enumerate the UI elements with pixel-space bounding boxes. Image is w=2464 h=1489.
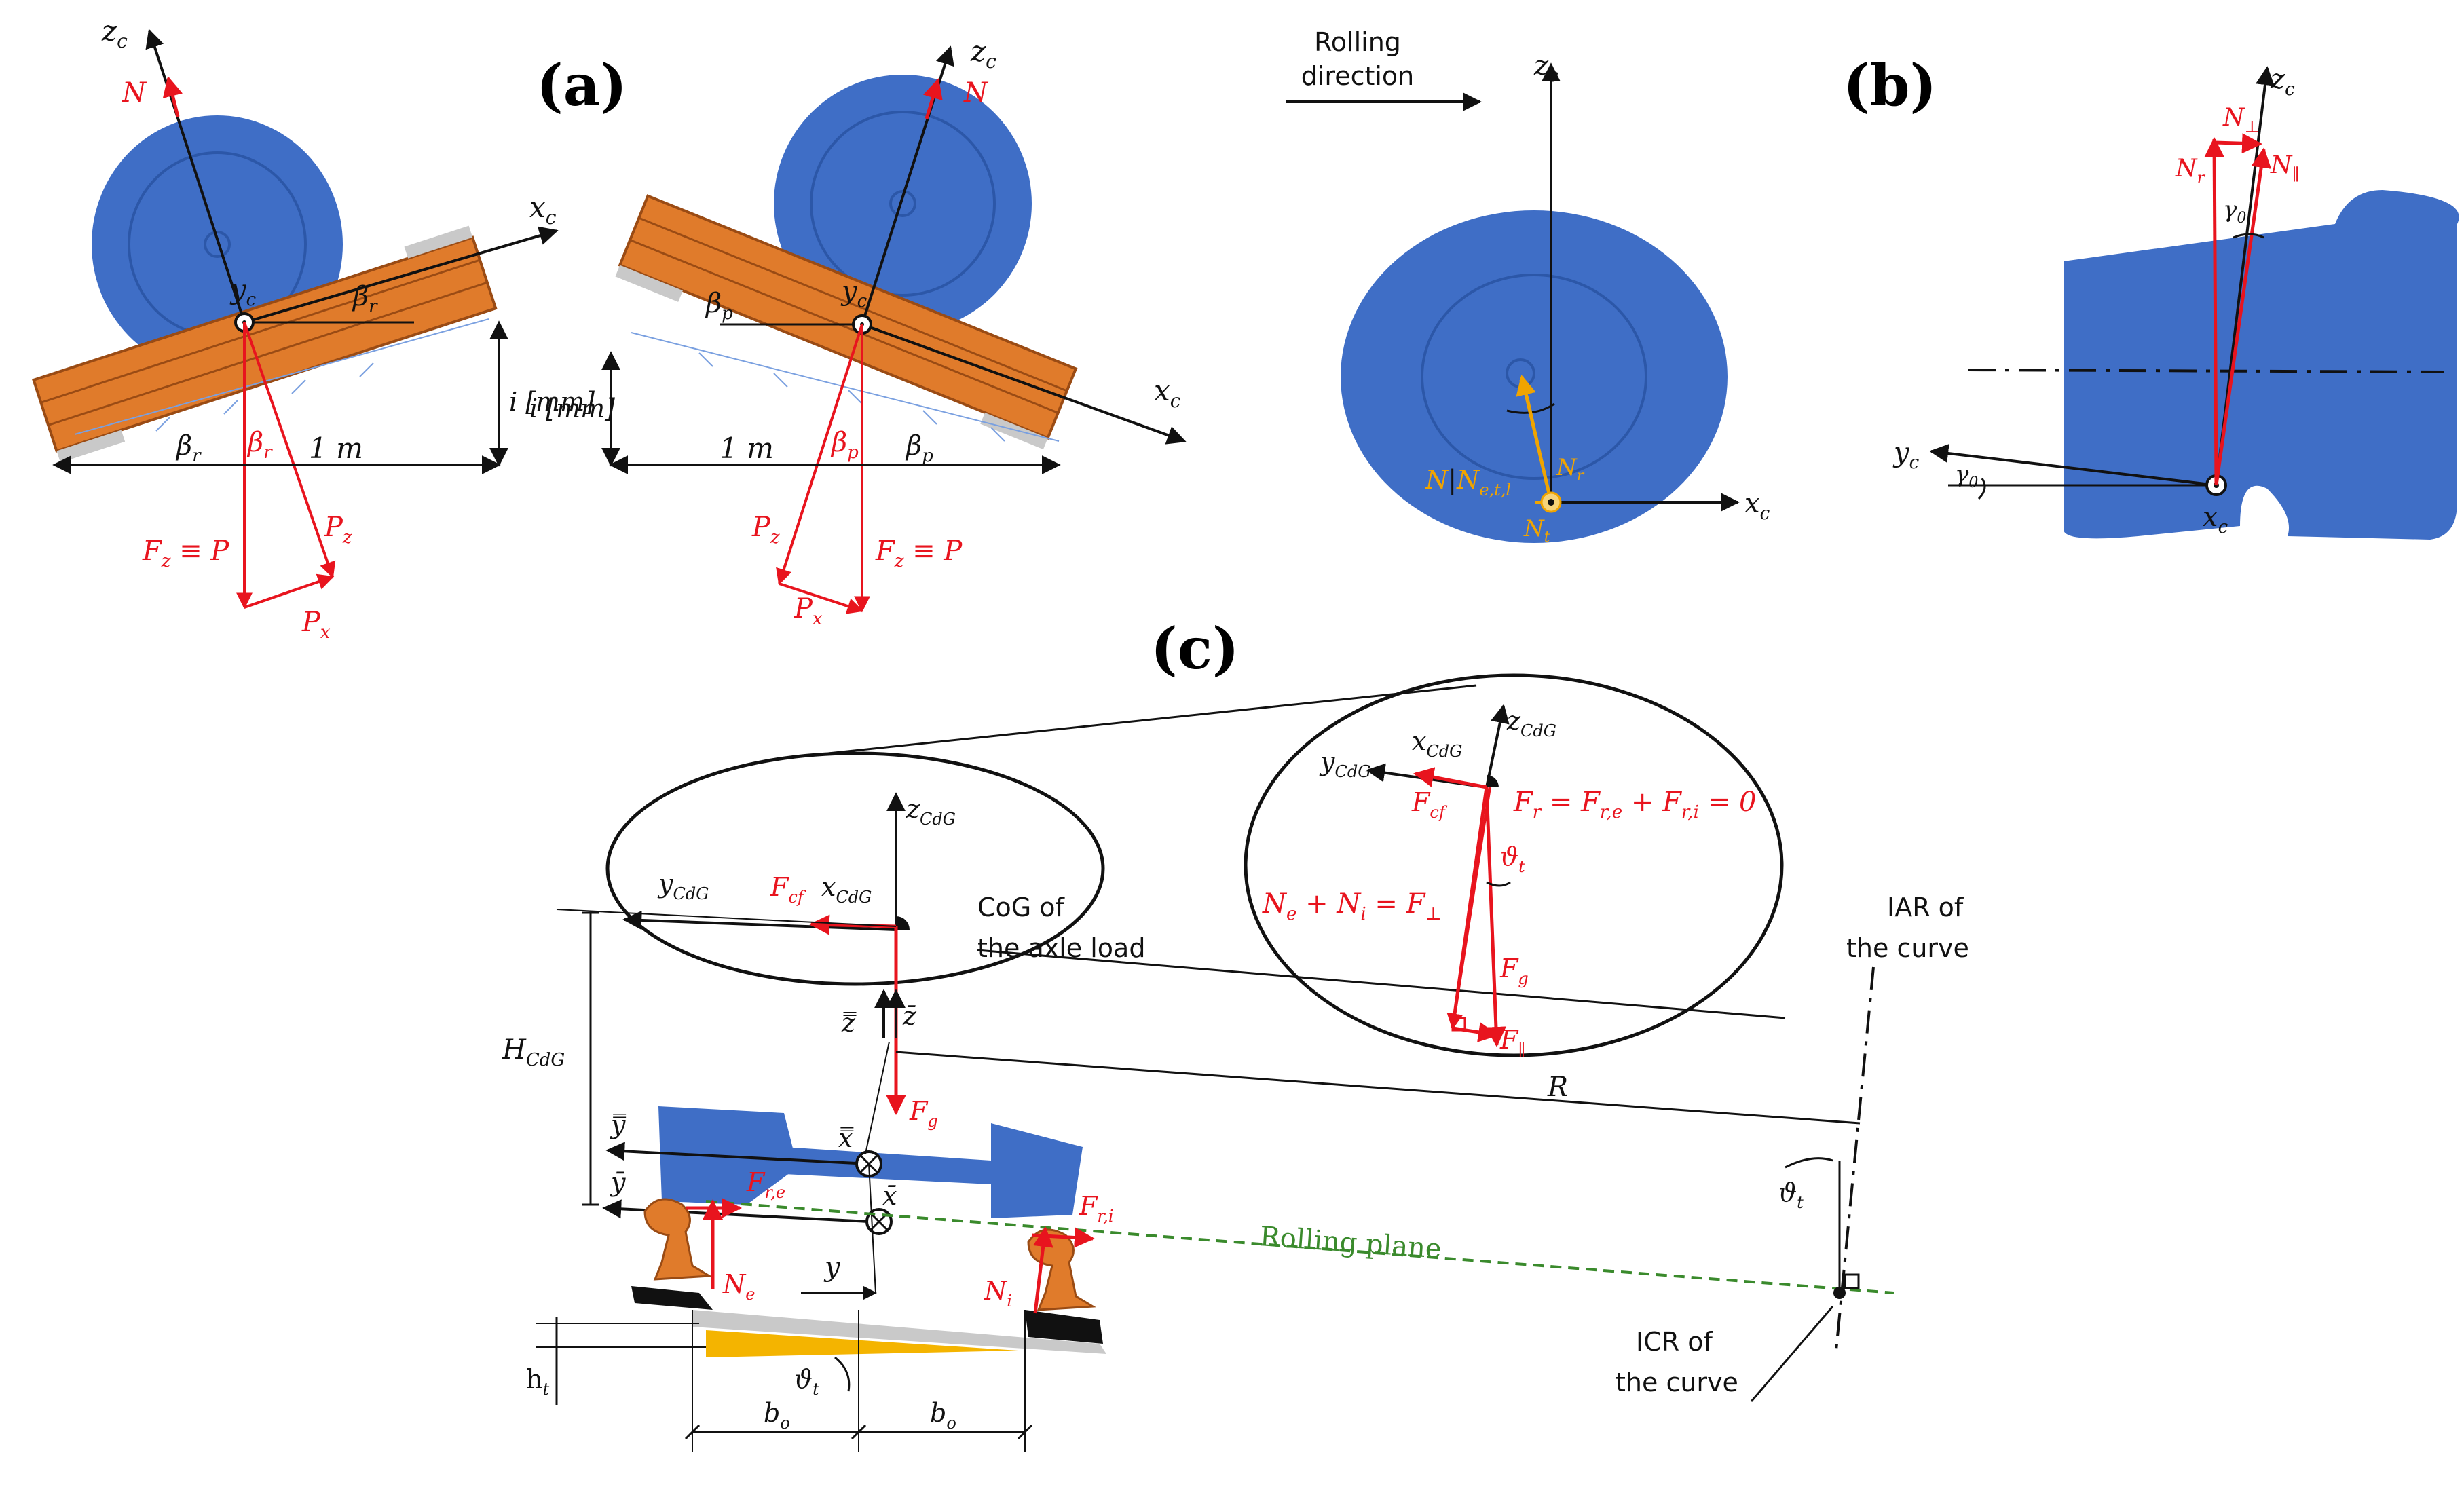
svg-text:ϑt: ϑt [1500,842,1525,876]
svg-text:N∥: N∥ [2270,151,2300,184]
svg-text:βp: βp [705,288,733,324]
svg-text:yc: yc [840,276,867,312]
rolling-plane-label: Rolling plane [1258,1221,1442,1265]
svg-text:βp: βp [905,430,933,466]
svg-text:x̄: x̄ [882,1181,897,1211]
svg-text:ϑt: ϑt [1778,1177,1804,1212]
sleeper-left [31,225,498,463]
svg-text:direction: direction [1301,61,1415,91]
svg-text:y: y [823,1251,841,1283]
svg-text:Fg: Fg [1499,954,1529,988]
svg-text:yCdG: yCdG [1319,747,1370,781]
svg-text:HCdG: HCdG [502,1034,565,1070]
svg-text:the curve: the curve [1616,1368,1738,1397]
svg-text:Nr: Nr [2175,155,2206,187]
svg-text:N⊥: N⊥ [2222,104,2260,136]
svg-text:zc: zc [2270,64,2295,100]
svg-text:Fcf: Fcf [1411,787,1448,822]
svg-text:Fr,i: Fr,i [1079,1191,1114,1226]
svg-text:γ0: γ0 [2223,196,2246,227]
svg-text:γ0: γ0 [1955,461,1978,491]
svg-text:y̿: y̿ [610,1110,626,1139]
svg-text:bo: bo [930,1398,956,1433]
svg-text:xc: xc [1154,374,1181,412]
svg-text:bo: bo [764,1398,790,1433]
svg-text:Ni: Ni [984,1276,1012,1311]
svg-text:zc: zc [1533,50,1558,86]
panel-b-rail-profile: zc yc xc N⊥ Nr N∥ γ0 γ0 [1892,64,2459,540]
svg-text:Nr: Nr [1556,454,1585,485]
svg-text:IAR of: IAR of [1887,892,1964,922]
dim-rise-left: i [mm] [509,387,595,417]
svg-text:N|Ne,t,l: N|Ne,t,l [1425,465,1511,500]
svg-text:x̿: x̿ [838,1123,853,1153]
wheel-side-view: Rolling direction zc xc N|Ne,t,l Nr Nt [1286,27,1770,546]
svg-text:Fz ≡ P: Fz ≡ P [875,535,963,571]
svg-text:xc: xc [529,191,557,229]
svg-text:Fr = Fr,e + Fr,i = 0: Fr = Fr,e + Fr,i = 0 [1513,787,1756,823]
svg-text:yc: yc [229,274,257,310]
svg-text:xc: xc [2203,502,2228,538]
svg-text:Px: Px [794,593,823,629]
svg-text:xc: xc [1744,488,1770,524]
svg-text:Fcf: Fcf [770,872,806,907]
svg-text:Nt: Nt [1523,515,1550,546]
svg-text:yCdG: yCdG [657,869,709,903]
cog-ellipse [605,751,1105,986]
label-N: N [122,77,147,109]
rail-profile [2064,190,2459,540]
svg-text:ȳ: ȳ [610,1167,626,1197]
svg-text:Fr,e: Fr,e [746,1167,785,1202]
svg-text:ϑt: ϑt [794,1364,819,1399]
svg-text:βr: βr [246,427,273,463]
svg-text:zc: zc [970,35,996,73]
svg-text:Rolling: Rolling [1314,27,1401,57]
svg-text:zc: zc [101,14,128,52]
svg-text:zCdG: zCdG [1506,706,1556,740]
svg-text:R: R [1547,1072,1568,1103]
svg-text:ICR of: ICR of [1636,1327,1713,1357]
zoom-ellipse [1244,673,1784,1057]
dim-length-left: 1 m [309,432,363,465]
panel-c-curve: zCdG yCdG xCdG Fcf CoG of the axle load … [502,673,1969,1452]
svg-text:the curve: the curve [1846,933,1969,963]
panel-label-a: (a) [536,52,627,119]
panel-a-right: N zc xc yc βp βp βp 1 m i [mm] Fz ≡ P Pz… [529,35,1187,629]
svg-text:N: N [963,77,989,109]
svg-text:Ne + Ni = F⊥: Ne + Ni = F⊥ [1262,888,1442,924]
svg-text:Ne: Ne [722,1269,755,1304]
svg-text:1 m: 1 m [720,432,774,465]
svg-text:yc: yc [1892,437,1920,473]
panel-a-left: N zc xc yc βr βr βr 1 m i [mm] Fz ≡ P Pz… [31,14,595,643]
svg-text:i [mm]: i [mm] [529,394,615,423]
svg-text:the axle load: the axle load [977,933,1145,963]
svg-text:Pz: Pz [324,512,352,548]
panel-label-c: (c) [1151,615,1239,682]
svg-text:xCdG: xCdG [821,872,872,907]
svg-text:ht: ht [526,1364,549,1399]
svg-text:Pz: Pz [751,512,780,548]
svg-text:xCdG: xCdG [1412,726,1462,761]
svg-text:Fg: Fg [909,1096,938,1131]
svg-text:z̿: z̿ [841,1008,856,1038]
svg-text:Fz ≡ P: Fz ≡ P [142,535,229,571]
svg-text:z̄: z̄ [902,1001,917,1031]
panel-label-b: (b) [1843,52,1937,119]
svg-text:zCdG: zCdG [906,794,956,829]
svg-text:CoG of: CoG of [977,892,1066,922]
svg-text:βr: βr [352,281,378,317]
svg-text:βr: βr [175,430,202,466]
svg-text:Px: Px [301,607,331,643]
svg-text:βp: βp [830,427,859,463]
svg-text:F∥: F∥ [1499,1025,1525,1059]
sleeper-right [615,194,1078,450]
